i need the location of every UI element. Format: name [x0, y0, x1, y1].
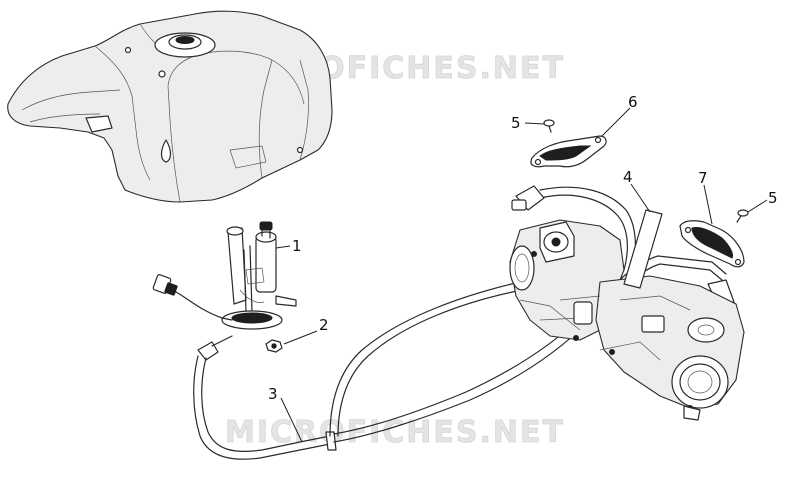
- bracket-right[interactable]: [679, 220, 745, 268]
- bracket-left[interactable]: [530, 135, 607, 168]
- fuel-pump[interactable]: [221, 221, 297, 330]
- nut[interactable]: [265, 339, 283, 353]
- leader-line-1: [275, 245, 291, 249]
- callout-5-left: 5: [511, 114, 521, 132]
- callout-3: 3: [268, 385, 278, 403]
- callout-7: 7: [698, 169, 708, 187]
- callout-6: 6: [628, 93, 638, 111]
- leader-line-7: [703, 184, 713, 225]
- screw-right[interactable]: [736, 209, 749, 223]
- pump-wiring-connector[interactable]: [152, 274, 233, 321]
- gasket-strip[interactable]: [623, 209, 663, 289]
- leader-line-2: [283, 330, 318, 345]
- leader-line-5a: [524, 122, 545, 125]
- screw-left[interactable]: [543, 119, 555, 133]
- leader-line-6: [601, 107, 631, 137]
- watermark-bottom: MICROFICHES.NET: [225, 415, 565, 450]
- callout-1: 1: [292, 237, 302, 255]
- callout-5-right: 5: [768, 189, 778, 207]
- leader-line-5b: [747, 199, 768, 213]
- callout-4: 4: [623, 168, 633, 186]
- fuel-tank[interactable]: [7, 10, 333, 203]
- callout-2: 2: [319, 316, 329, 334]
- leader-line-3: [280, 397, 303, 443]
- throttle-body[interactable]: [509, 219, 745, 421]
- leader-line-4: [630, 183, 651, 213]
